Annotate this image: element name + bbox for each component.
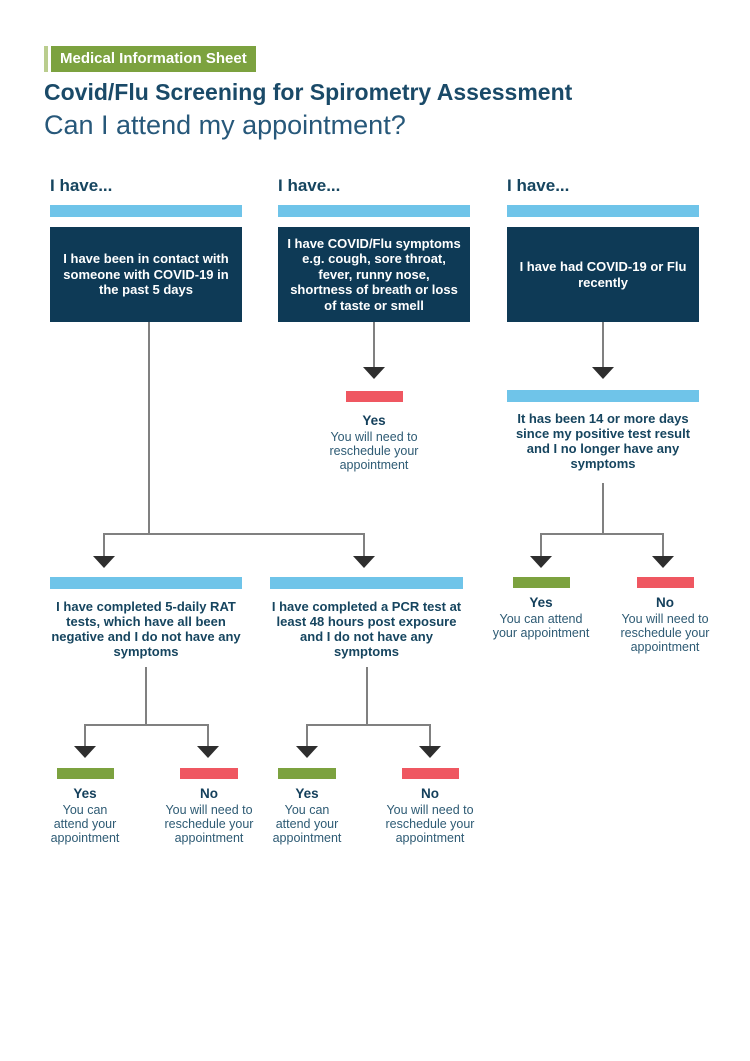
pcr-branch-stem xyxy=(366,667,368,725)
column-2-header: I have... xyxy=(278,176,341,195)
rat-right-drop xyxy=(207,724,209,747)
arrow-down-icon xyxy=(353,556,375,568)
symptoms-stem xyxy=(373,322,375,368)
column-1-blue-bar xyxy=(50,205,242,217)
recent-covid-statement-text: I have had COVID-19 or Flu recently xyxy=(519,259,687,290)
recent-yes-chip xyxy=(513,577,570,588)
rat-yes-text: You can attend your appointment xyxy=(50,803,120,845)
contact-statement-text: I have been in contact with someone with… xyxy=(63,251,229,298)
rat-branch-stem xyxy=(145,667,147,725)
page-subtitle: Can I attend my appointment? xyxy=(44,110,406,140)
symptoms-yes-chip xyxy=(346,391,403,402)
arrow-down-icon xyxy=(296,746,318,758)
contact-branch-stem xyxy=(148,322,150,534)
pcr-yes-text: You can attend your appointment xyxy=(272,803,342,845)
pcr-yes-chip xyxy=(278,768,336,779)
symptoms-statement-text: I have COVID/Flu symptoms e.g. cough, so… xyxy=(287,235,461,313)
rat-yes-chip xyxy=(57,768,114,779)
rat-left-drop xyxy=(84,724,86,747)
rat-condition-bar xyxy=(50,577,242,589)
arrow-down-icon xyxy=(363,367,385,379)
symptoms-yes-label: Yes xyxy=(362,413,386,428)
symptoms-yes-text: You will need to reschedule your appoint… xyxy=(329,430,419,472)
pcr-yes-label: Yes xyxy=(295,786,319,801)
recent-no-text: You will need to reschedule your appoint… xyxy=(620,612,710,654)
pcr-no-label: No xyxy=(421,786,439,801)
arrow-down-icon xyxy=(74,746,96,758)
rat-no-text: You will need to reschedule your appoint… xyxy=(164,803,254,845)
recent-yes-label: Yes xyxy=(529,595,553,610)
page-title: Covid/Flu Screening for Spirometry Asses… xyxy=(44,79,573,105)
pcr-condition-bar xyxy=(270,577,463,589)
pcr-condition-text: I have completed a PCR test at least 48 … xyxy=(271,599,462,659)
recent-covid-left-drop xyxy=(540,533,542,556)
column-3-blue-bar xyxy=(507,205,699,217)
arrow-down-icon xyxy=(530,556,552,568)
arrow-down-icon xyxy=(592,367,614,379)
recent-covid-condition-text: It has been 14 or more days since my pos… xyxy=(515,411,691,471)
symptoms-statement-box: I have COVID/Flu symptoms e.g. cough, so… xyxy=(278,227,470,322)
recent-covid-branch-stem xyxy=(602,483,604,534)
recent-covid-stem xyxy=(602,322,604,368)
recent-no-label: No xyxy=(656,595,674,610)
contact-statement-box: I have been in contact with someone with… xyxy=(50,227,242,322)
recent-covid-right-drop xyxy=(662,533,664,556)
pcr-no-text: You will need to reschedule your appoint… xyxy=(385,803,475,845)
arrow-down-icon xyxy=(419,746,441,758)
pcr-branch-hline xyxy=(306,724,431,726)
pcr-right-drop xyxy=(429,724,431,747)
rat-branch-hline xyxy=(84,724,209,726)
badge-accent-bar xyxy=(44,46,48,72)
rat-yes-label: Yes xyxy=(73,786,97,801)
recent-covid-branch-hline xyxy=(540,533,664,535)
contact-branch-right-drop xyxy=(363,533,365,556)
column-1-header: I have... xyxy=(50,176,113,195)
column-2-blue-bar xyxy=(278,205,470,217)
recent-yes-text: You can attend your appointment xyxy=(492,612,590,640)
contact-branch-left-drop xyxy=(103,533,105,556)
recent-covid-condition-bar xyxy=(507,390,699,402)
rat-no-label: No xyxy=(200,786,218,801)
rat-condition-text: I have completed 5-daily RAT tests, whic… xyxy=(51,599,241,659)
badge: Medical Information Sheet xyxy=(51,46,256,72)
rat-no-chip xyxy=(180,768,238,779)
arrow-down-icon xyxy=(197,746,219,758)
contact-branch-hline xyxy=(103,533,365,535)
recent-no-chip xyxy=(637,577,694,588)
pcr-no-chip xyxy=(402,768,459,779)
arrow-down-icon xyxy=(652,556,674,568)
pcr-left-drop xyxy=(306,724,308,747)
arrow-down-icon xyxy=(93,556,115,568)
recent-covid-statement-box: I have had COVID-19 or Flu recently xyxy=(507,227,699,322)
column-3-header: I have... xyxy=(507,176,570,195)
